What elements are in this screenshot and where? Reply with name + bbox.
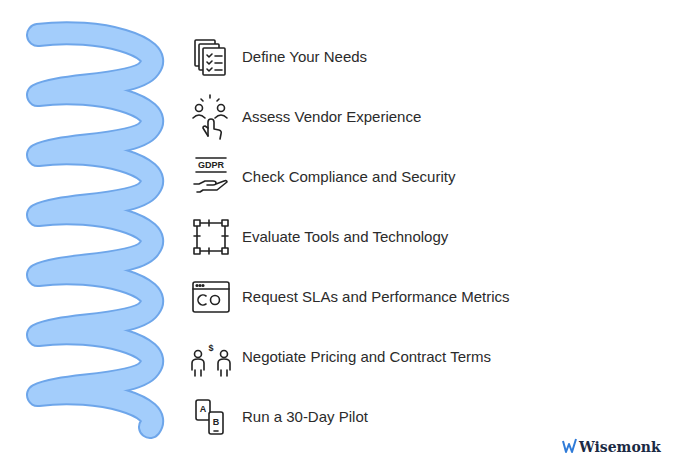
coil-band xyxy=(38,33,152,427)
pricing-icon xyxy=(192,351,230,377)
people-icon xyxy=(193,95,227,139)
documents-icon xyxy=(195,40,225,75)
window-icon xyxy=(193,282,229,312)
step-text: Negotiate Pricing and Contract Terms xyxy=(242,348,491,366)
icon-text: GDPR xyxy=(198,160,224,170)
frame-icon xyxy=(194,220,228,254)
step-text: Define Your Needs xyxy=(242,48,367,66)
icon-text: B xyxy=(213,417,220,427)
icon-text: $ xyxy=(208,343,213,353)
step-text: Run a 30-Day Pilot xyxy=(242,408,368,426)
gdpr-icon xyxy=(194,158,227,192)
brand-name: Wisemonk xyxy=(579,439,661,455)
brand-mark xyxy=(563,439,576,452)
step-text: Check Compliance and Security xyxy=(242,168,455,186)
icon-text: A xyxy=(200,404,207,414)
step-text: Evaluate Tools and Technology xyxy=(242,228,448,246)
step-text: Request SLAs and Performance Metrics xyxy=(242,288,510,306)
ab-icon xyxy=(196,400,223,434)
coil-outline xyxy=(38,33,152,427)
step-text: Assess Vendor Experience xyxy=(242,108,421,126)
